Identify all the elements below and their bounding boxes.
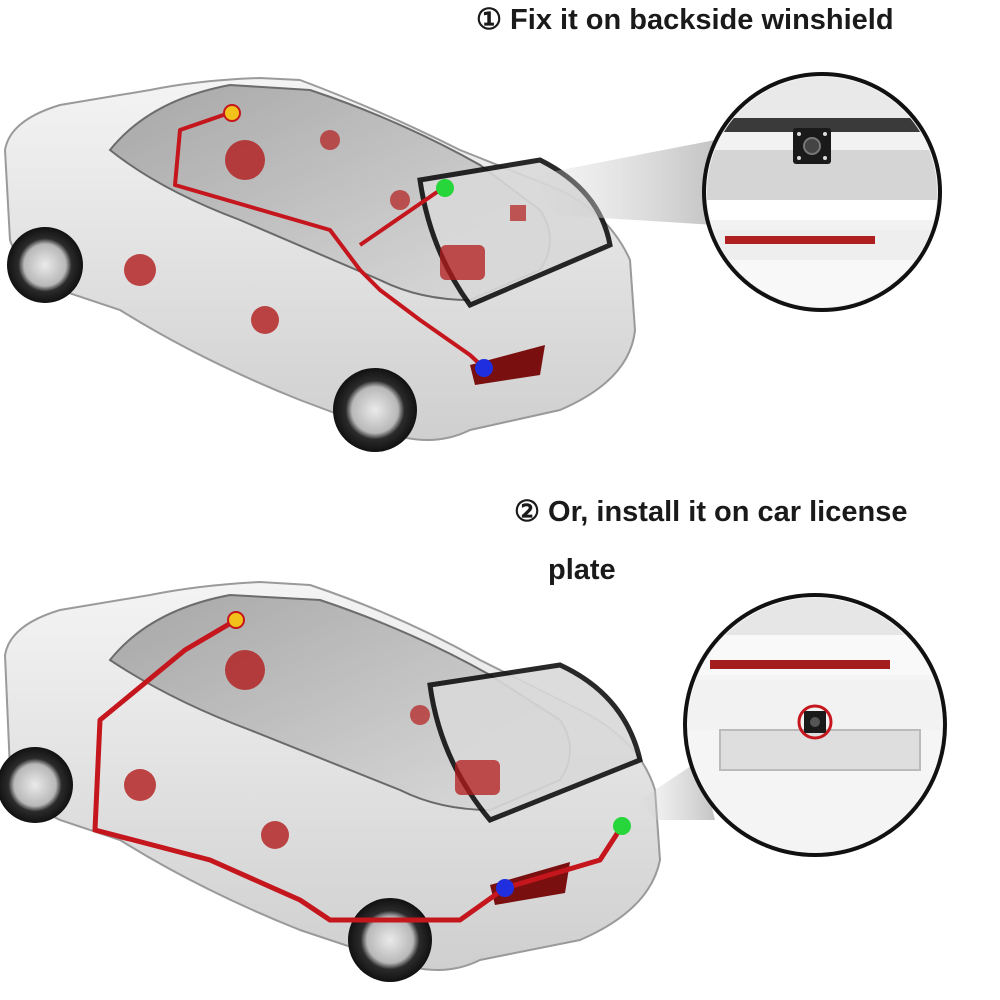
power-point-dot <box>227 611 245 629</box>
step-1-caption: ① Fix it on backside winshield <box>476 4 894 36</box>
step-2-caption-line-1: ② Or, install it on car license <box>514 496 908 528</box>
car-body <box>3 76 637 452</box>
power-point-dot <box>223 104 241 122</box>
reverse-light-dot <box>475 359 493 377</box>
backup-camera-icon <box>797 704 833 740</box>
license-plate-detail-magnifier <box>683 593 947 857</box>
magnifier-beam <box>535 140 715 225</box>
reverse-light-dot <box>496 879 514 897</box>
car-illustration-2 <box>0 580 947 982</box>
car-illustration-1 <box>3 72 942 452</box>
panel-license-plate-install: ② Or, install it on car license plate <box>0 496 1000 1000</box>
backup-camera-icon <box>793 128 831 164</box>
cable-route <box>92 617 625 923</box>
windshield-detail-magnifier <box>702 72 942 312</box>
panel-windshield-install: ① Fix it on backside winshield <box>3 4 942 452</box>
camera-point-dot <box>613 817 631 835</box>
camera-point-dot <box>436 179 454 197</box>
cable-route <box>173 110 486 370</box>
step-2-caption-line-2: plate <box>548 554 616 586</box>
